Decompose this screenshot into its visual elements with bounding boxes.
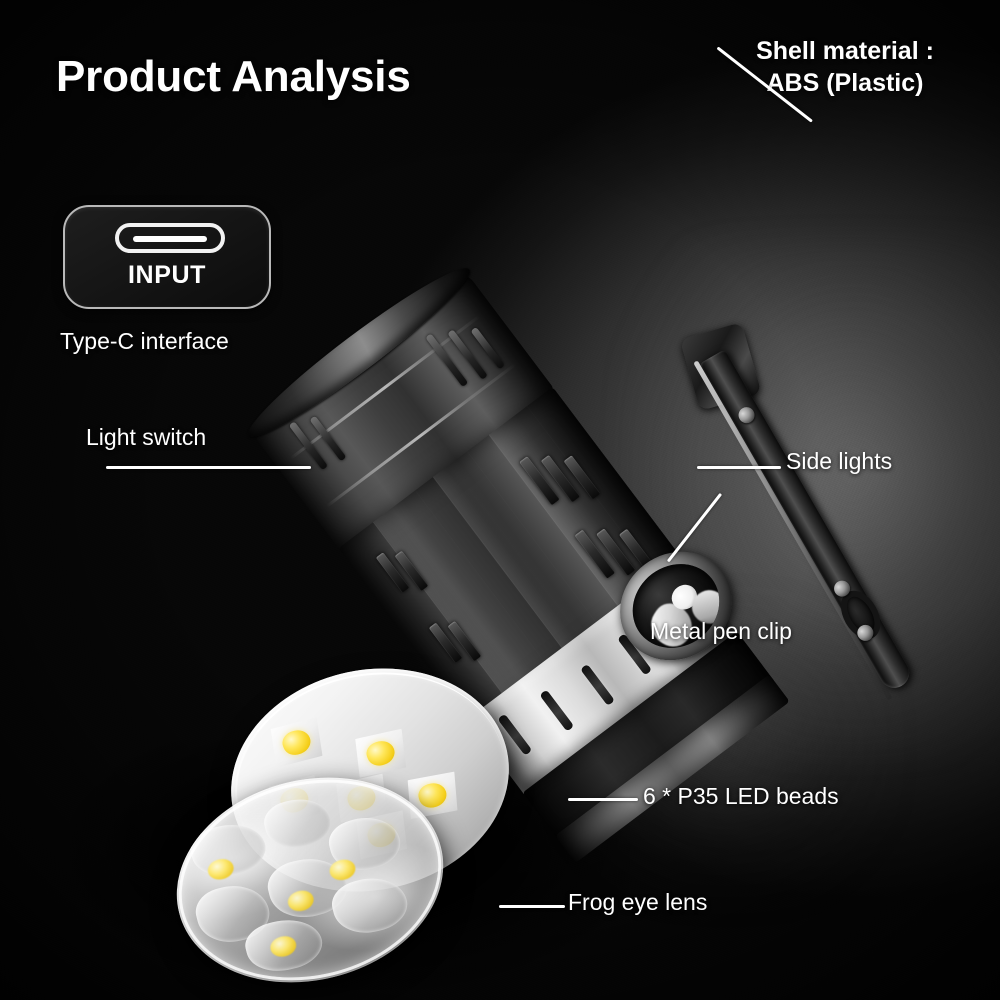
annotation-side-lights: Side lights: [786, 448, 893, 474]
usb-type-c-port-bar: [133, 236, 207, 242]
leader-line-light-switch: [106, 466, 311, 469]
leader-line-led-beads: [568, 798, 638, 801]
annotation-frog-eye-lens: Frog eye lens: [568, 889, 708, 915]
input-label: INPUT: [128, 261, 206, 289]
page-title: Product Analysis: [56, 52, 411, 101]
ring-slot: [580, 663, 615, 706]
leader-line-frog-eye-lens: [499, 905, 565, 908]
type-c-input-badge: INPUT: [63, 205, 271, 309]
shell-material-line-1: Shell material :: [756, 37, 934, 65]
annotation-type-c-interface: Type-C interface: [60, 328, 229, 354]
usb-type-c-port-icon: [115, 223, 225, 253]
annotation-led-beads: 6 * P35 LED beads: [643, 783, 839, 809]
annotation-metal-pen-clip: Metal pen clip: [650, 618, 792, 644]
led-chip-icon: [279, 726, 314, 759]
flashlight-barrel-group: [154, 130, 915, 1000]
annotation-light-switch: Light switch: [86, 424, 207, 450]
leader-line-side-lights: [697, 466, 781, 469]
ring-slot: [539, 689, 575, 732]
shell-material-line-2: ABS (Plastic): [766, 68, 924, 97]
annotation-shell-material: Shell material : ABS (Plastic): [700, 36, 990, 99]
